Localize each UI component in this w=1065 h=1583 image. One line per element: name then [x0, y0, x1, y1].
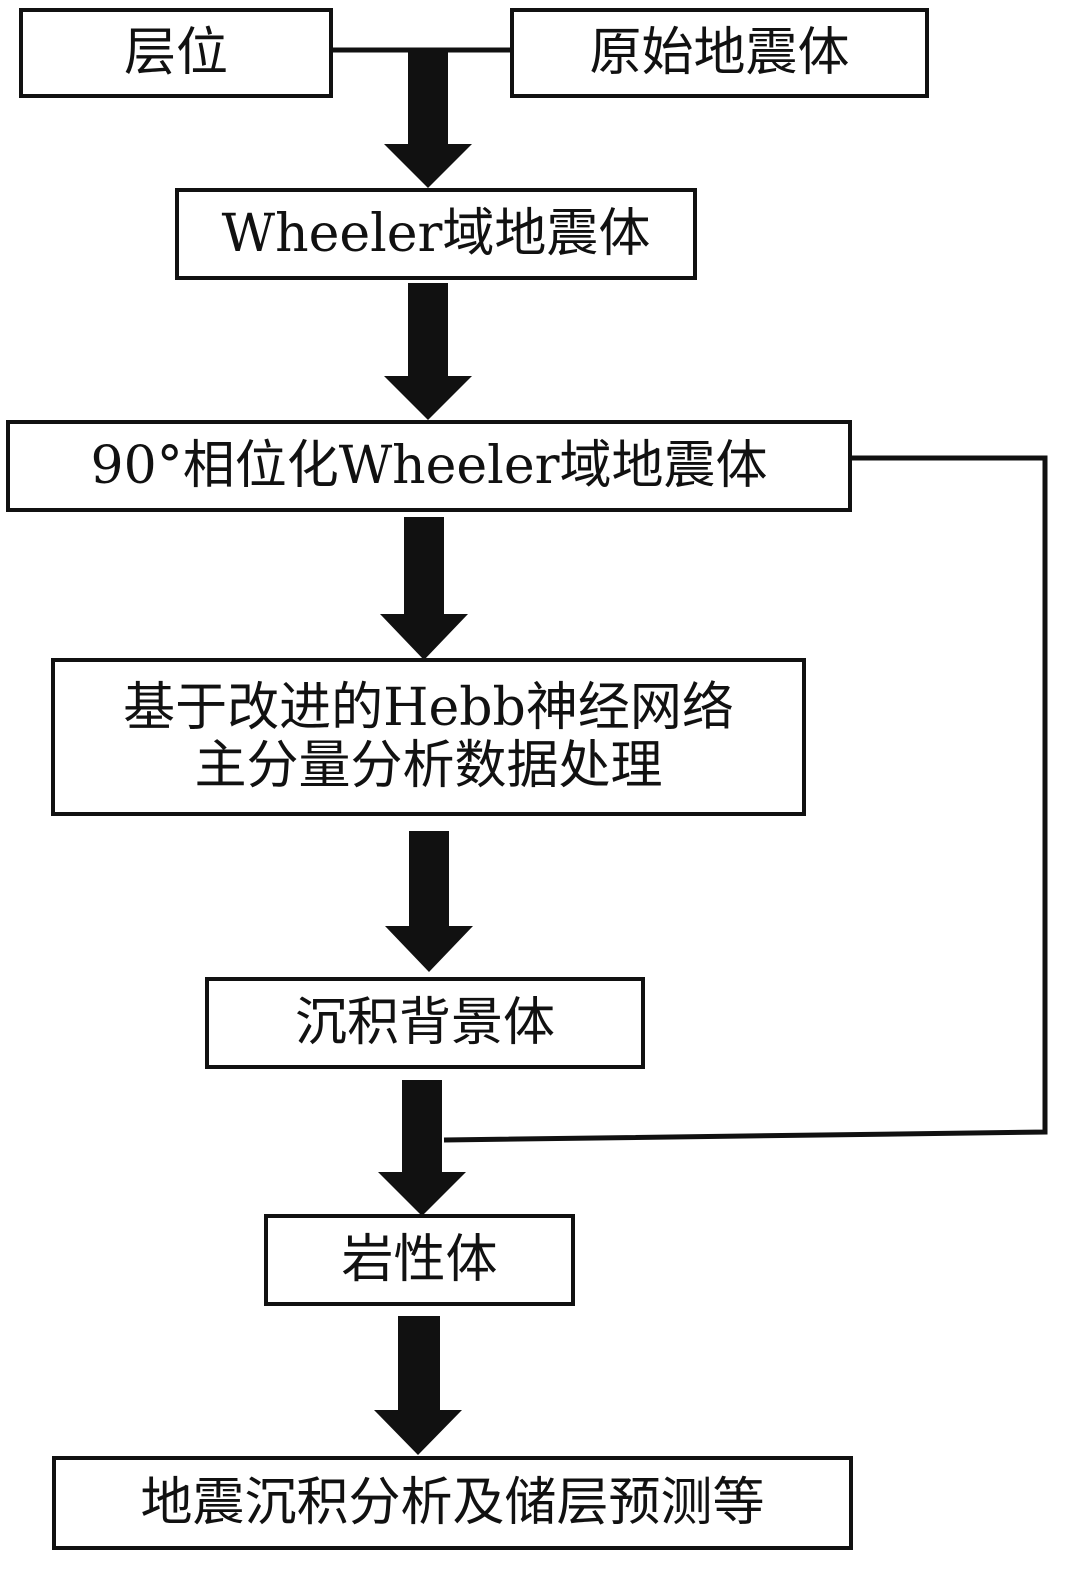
node-hebb-pca-line2: 主分量分析数据处理	[194, 736, 663, 796]
node-sedimentary-background: 沉积背景体	[205, 977, 645, 1069]
node-sedimentary-background-label: 沉积背景体	[294, 992, 555, 1053]
node-analysis-prediction-label: 地震沉积分析及储层预测等	[140, 1472, 765, 1533]
node-lithology-volume: 岩性体	[264, 1214, 575, 1306]
node-hebb-pca-line1: 基于改进的Hebb神经网络	[123, 677, 734, 738]
node-horizon-label: 层位	[123, 22, 228, 83]
arrow-to-sedimentary-background	[385, 831, 473, 972]
arrow-to-phase90-volume	[384, 283, 472, 420]
node-phase90-volume: 90°相位化Wheeler域地震体	[6, 420, 852, 512]
arrow-to-lithology-volume	[378, 1080, 466, 1216]
node-phase90-volume-label: 90°相位化Wheeler域地震体	[90, 435, 768, 496]
arrow-to-wheeler-volume	[384, 52, 472, 188]
arrow-to-analysis-prediction	[374, 1316, 462, 1455]
node-hebb-pca: 基于改进的Hebb神经网络 主分量分析数据处理	[51, 658, 806, 816]
node-wheeler-volume: Wheeler域地震体	[175, 188, 697, 280]
node-lithology-volume-label: 岩性体	[341, 1229, 498, 1290]
node-wheeler-volume-label: Wheeler域地震体	[221, 203, 651, 264]
node-raw-seismic-label: 原始地震体	[589, 22, 850, 83]
node-horizon: 层位	[19, 8, 333, 98]
arrow-to-hebb-pca	[380, 517, 468, 660]
bypass-connector-phase90-to-lithology	[443, 455, 1048, 1143]
node-raw-seismic: 原始地震体	[510, 8, 929, 98]
node-analysis-prediction: 地震沉积分析及储层预测等	[52, 1456, 853, 1550]
